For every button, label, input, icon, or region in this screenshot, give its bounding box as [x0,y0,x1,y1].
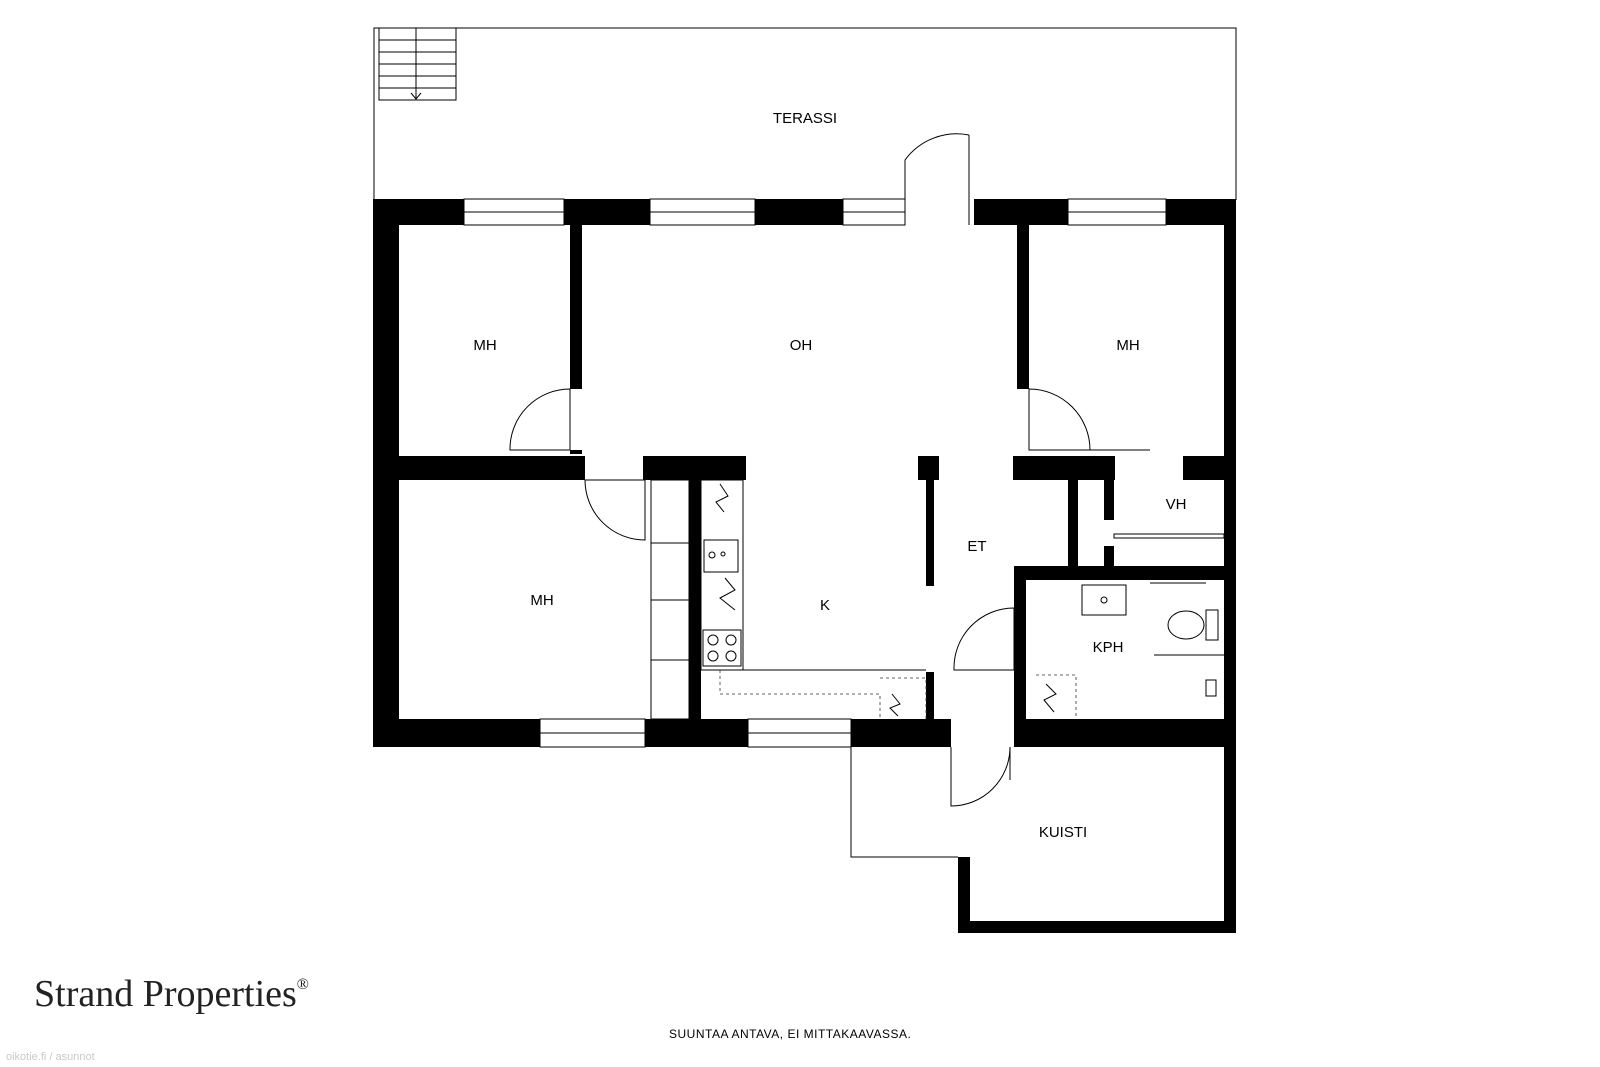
room-label-terassi: TERASSI [773,110,837,127]
room-label-mh-top-right: MH [1116,337,1139,354]
toilet-icon [1167,609,1219,641]
room-label-kuisti: KUISTI [1039,824,1087,841]
stove-icon [702,629,742,667]
walls [373,199,1236,933]
sink-icon [703,539,739,573]
stairs-icon [378,27,457,101]
terrace [373,27,1237,200]
room-label-mh-top-left: MH [473,337,496,354]
room-label-oh: OH [790,337,813,354]
kitchen-fixtures [650,479,927,720]
sink-icon [1081,584,1127,616]
room-label-mh-bottom-left: MH [530,592,553,609]
porch-outline [850,747,958,858]
doors [509,133,1150,807]
scale-disclaimer: SUUNTAA ANTAVA, EI MITTAKAAVASSA. [669,1027,912,1041]
brand-registered-mark: ® [296,976,309,993]
bathroom-fixtures [1036,533,1225,719]
watermark: oikotie.fi / asunnot [6,1051,95,1063]
room-label-kph: KPH [1093,639,1124,656]
room-label-vh: VH [1166,496,1187,513]
brand-logo: Strand Properties® [34,972,309,1016]
room-label-et: ET [967,538,986,555]
room-label-k: K [820,597,830,614]
windows [463,198,1167,748]
brand-name: Strand Properties [34,973,297,1015]
